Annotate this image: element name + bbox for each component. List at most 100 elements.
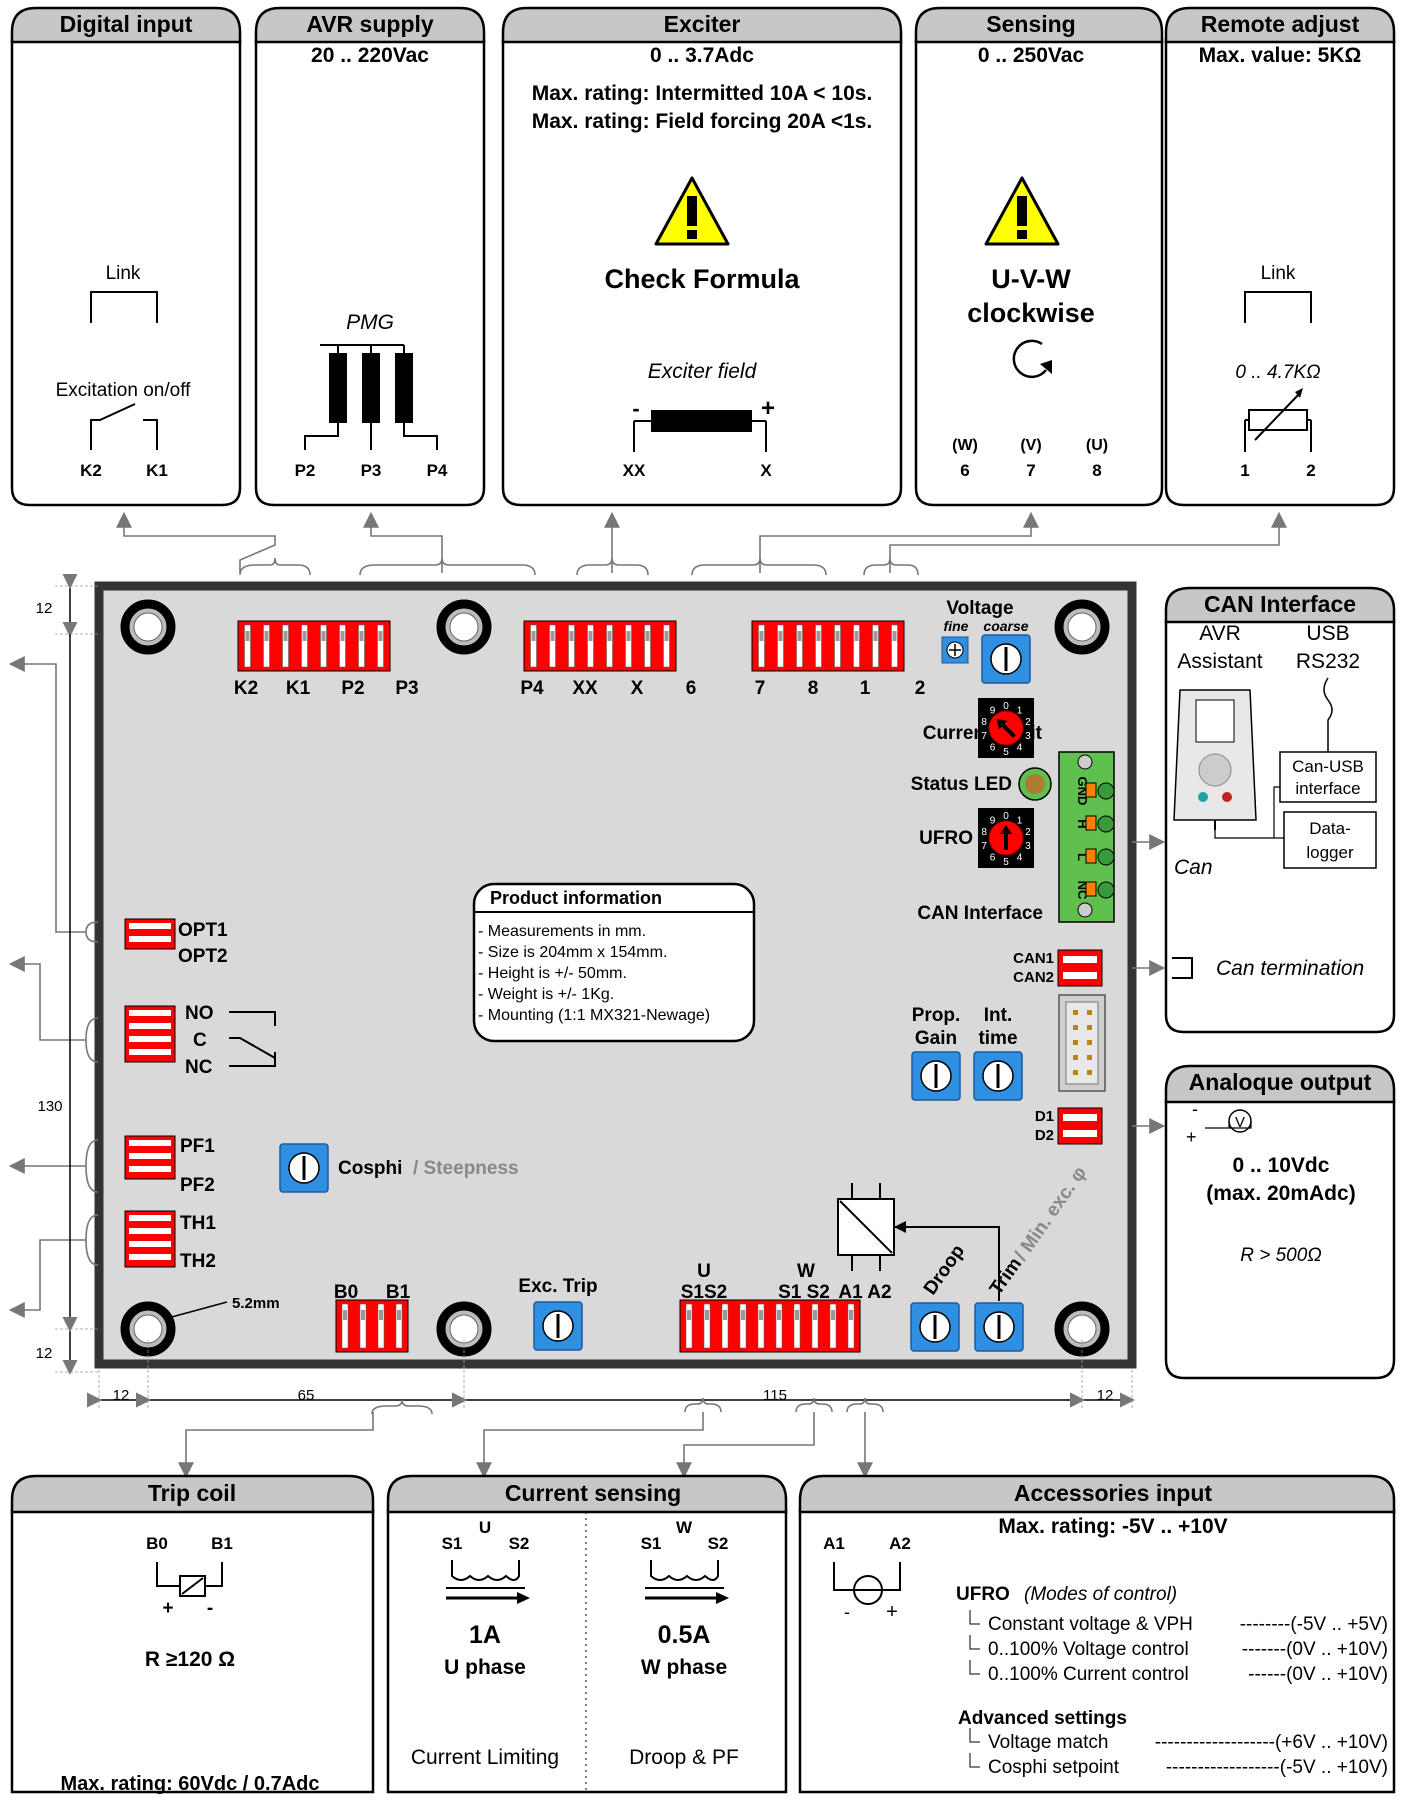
terminal-6: 6 <box>960 461 969 480</box>
trip-minus: - <box>207 1598 213 1619</box>
trim-pot[interactable] <box>973 1301 1025 1353</box>
dim-left: 12 <box>113 1387 130 1404</box>
sensing-range: 0 .. 250Vac <box>978 44 1085 67</box>
current-limit-dial-digit-0: 0 <box>1003 701 1009 712</box>
acc-ufro: UFRO <box>956 1584 1010 1605</box>
cs-w-s2: S2 <box>708 1534 729 1553</box>
product-info-line-0: - Measurements in mm. <box>478 923 646 940</box>
d1-d2-switch[interactable] <box>1057 1107 1103 1145</box>
dimensions: 12 130 12 12 65 115 12 <box>36 574 1135 1410</box>
product-info-line-1: - Size is 204mm x 154mm. <box>478 944 667 961</box>
adv-item-range-0: -------------------(+6V .. +10V) <box>1155 1732 1388 1753</box>
opt1-label: OPT1 <box>178 920 228 941</box>
sensing-title: Sensing <box>986 11 1075 37</box>
dim-bottom: 12 <box>36 1345 53 1362</box>
dim-right: 12 <box>1097 1387 1114 1404</box>
th-switch[interactable] <box>124 1210 176 1268</box>
opt-switch[interactable] <box>124 918 176 950</box>
can-termination-switch[interactable] <box>1057 949 1103 987</box>
voltage-fine-pot[interactable] <box>941 636 969 664</box>
ufro-item-range-0: --------(-5V .. +5V) <box>1240 1614 1388 1635</box>
product-info-line-4: - Mounting (1:1 MX321-Newage) <box>478 1007 710 1024</box>
s1s2-u-label: S1S2 <box>681 1282 727 1303</box>
ufro-item-label-2: 0..100% Current control <box>988 1664 1189 1685</box>
dim-width-b: 115 <box>763 1387 787 1404</box>
current-limit-dial-digit-9: 9 <box>990 705 996 716</box>
prop-gain-pot[interactable] <box>910 1050 962 1102</box>
droop-pot[interactable] <box>909 1301 961 1353</box>
ufro-dial-digit-7: 7 <box>981 841 987 852</box>
can-box-title: CAN Interface <box>1204 591 1356 617</box>
current-limit-dial-digit-5: 5 <box>1003 747 1009 758</box>
terminal-label-p4: P4 <box>520 678 544 699</box>
exciter-field-label: Exciter field <box>648 360 758 383</box>
adv-item-label-0: Voltage match <box>988 1732 1108 1753</box>
terminal-block-3[interactable] <box>751 620 905 672</box>
analogue-max: (max. 20mAdc) <box>1206 1182 1355 1205</box>
terminal-xx: XX <box>623 461 646 480</box>
clockwise-arrow-icon <box>1012 339 1052 379</box>
can-pin-l: L <box>1075 853 1090 861</box>
voltage-coarse-pot[interactable] <box>980 633 1032 685</box>
current-limit-dial-digit-1: 1 <box>1017 705 1023 716</box>
current-limit-dial-digit-6: 6 <box>990 743 996 754</box>
remote-range: 0 .. 4.7KΩ <box>1235 362 1320 383</box>
cs-w-s1: S1 <box>641 1534 662 1553</box>
cs-u-s1: S1 <box>442 1534 463 1553</box>
datalogger-label-1: Data- <box>1309 819 1351 838</box>
terminal-p2: P2 <box>295 461 316 480</box>
remote-adjust-title: Remote adjust <box>1201 11 1360 37</box>
pf-switch[interactable] <box>124 1135 176 1180</box>
terminal-label-p2: P2 <box>341 678 364 699</box>
cs-u-s2: S2 <box>509 1534 530 1553</box>
ufro-dial-digit-4: 4 <box>1017 853 1023 864</box>
analogue-minus: - <box>1192 1099 1198 1119</box>
relay-switch[interactable] <box>124 1005 176 1063</box>
time-label: time <box>978 1028 1017 1049</box>
steepness-label: / Steepness <box>413 1158 519 1179</box>
exciter-title: Exciter <box>664 11 741 37</box>
terminal-block-1[interactable] <box>237 620 391 672</box>
terminal-2: 2 <box>1306 461 1315 480</box>
can-pin-h: H <box>1075 819 1090 828</box>
remote-link-label: Link <box>1261 263 1296 284</box>
terminal-1: 1 <box>1240 461 1249 480</box>
terminal-block-2[interactable] <box>523 620 677 672</box>
exciter-box: Exciter 0 .. 3.7Adc Max. rating: Intermi… <box>501 6 903 507</box>
int-time-pot[interactable] <box>972 1050 1024 1102</box>
exc-trip-pot[interactable] <box>532 1300 584 1352</box>
can-termination-label: Can termination <box>1216 957 1364 980</box>
trip-terminals[interactable] <box>335 1299 409 1353</box>
exciter-rating-1: Max. rating: Intermitted 10A < 10s. <box>532 82 873 105</box>
link-label: Link <box>106 263 141 284</box>
int-label: Int. <box>984 1005 1013 1026</box>
mount-hole-tr <box>1059 604 1105 650</box>
b1-label: B1 <box>386 1282 411 1303</box>
cosphi-pot[interactable] <box>278 1142 330 1194</box>
trip-terminal-block[interactable] <box>335 1299 409 1353</box>
ufro-dial-digit-0: 0 <box>1003 811 1009 822</box>
sensing-terminals[interactable] <box>679 1299 861 1353</box>
cs-w-use: Droop & PF <box>629 1746 739 1769</box>
exciter-rating-2: Max. rating: Field forcing 20A <1s. <box>532 110 873 133</box>
sensing-terminal-block[interactable] <box>679 1299 861 1353</box>
terminal-x: X <box>760 461 772 480</box>
avr-supply-box: AVR supply 20 .. 220Vac PMG P2 P3 P4 <box>254 6 486 507</box>
hole-diameter: 5.2mm <box>232 1295 280 1312</box>
avr-label: AVR <box>1199 622 1241 645</box>
avr-supply-title: AVR supply <box>306 11 434 37</box>
assistant-label: Assistant <box>1177 650 1262 673</box>
voltmeter-v: V <box>1235 1114 1245 1131</box>
mount-hole-tl <box>125 604 171 650</box>
d2-label: D2 <box>1035 1127 1054 1144</box>
digital-input-box: Digital input Link Excitation on/off K2 … <box>10 6 242 507</box>
exciter-range: 0 .. 3.7Adc <box>650 44 754 67</box>
sensing-box: Sensing 0 .. 250Vac U-V-W clockwise (W) … <box>914 6 1164 507</box>
cs-w-phase: W phase <box>641 1656 727 1679</box>
current-limit-dial-digit-7: 7 <box>981 731 987 742</box>
